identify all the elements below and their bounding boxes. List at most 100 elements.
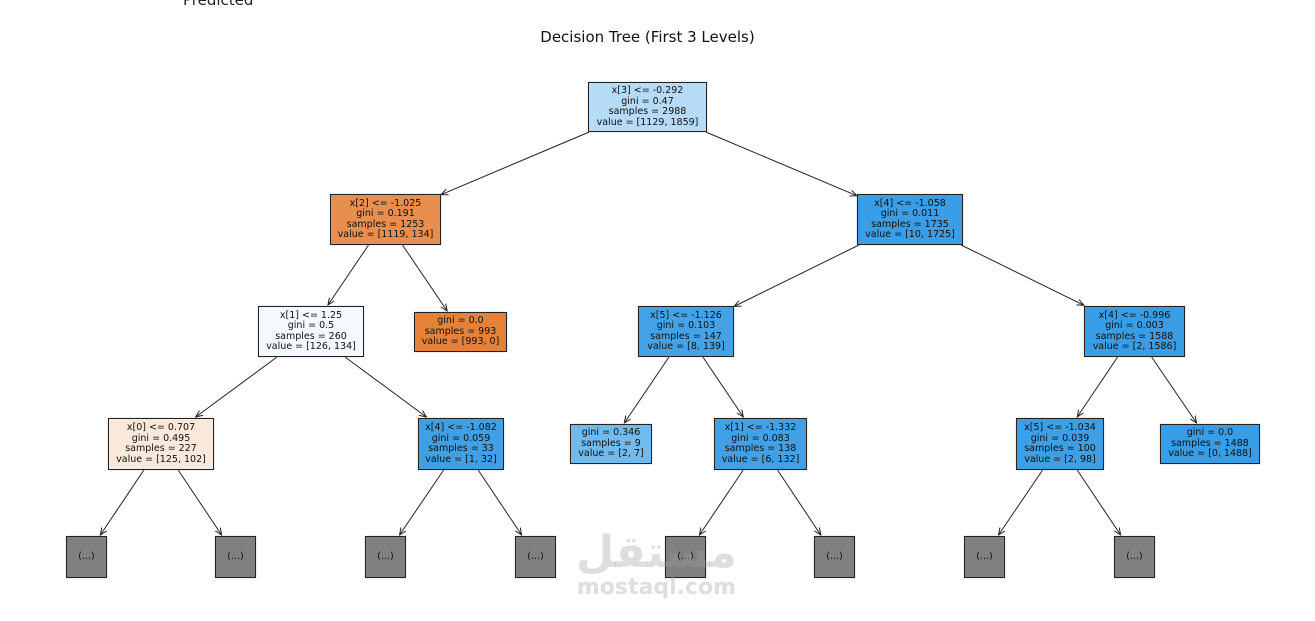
node-text-line: gini = 0.0 <box>1186 427 1234 439</box>
node-text-line: samples = 147 <box>650 330 722 342</box>
node-text-line: value = [126, 134] <box>266 341 356 352</box>
node-text-line: (...) <box>227 550 244 562</box>
tree-edge-arrow <box>777 469 821 535</box>
node-text-line: gini = 0.346 <box>581 427 641 439</box>
node-text-line: gini = 0.191 <box>356 208 415 219</box>
node-text-line: value = [125, 102] <box>116 453 206 465</box>
tree-edge-arrow <box>1076 469 1121 535</box>
node-text-line: samples = 33 <box>428 443 494 454</box>
node-text-line: value = [2, 7] <box>578 448 644 460</box>
node-text-line: samples = 138 <box>724 443 797 454</box>
tree-node-truncated: (...) <box>964 536 1005 578</box>
node-text-line: (...) <box>677 550 694 562</box>
tree-edge-arrow <box>734 244 860 307</box>
node-text-line: samples = 260 <box>275 330 347 342</box>
node-text-line: value = [6, 132] <box>721 453 800 465</box>
tree-edge-arrow <box>960 244 1084 305</box>
tree-edge-arrow <box>344 356 426 417</box>
tree-edge-arrow <box>328 244 369 305</box>
node-text-line: value = [1, 32] <box>425 453 497 465</box>
node-text-line: value = [2, 1586] <box>1092 341 1177 352</box>
node-text-line: samples = 1253 <box>346 218 425 230</box>
tree-edge-arrow <box>196 356 278 417</box>
tree-edge-arrow <box>477 469 522 535</box>
node-text-line: x[3] <= -0.292 <box>611 85 684 96</box>
node-text-line: gini = 0.003 <box>1105 320 1164 331</box>
tree-edge-arrow <box>441 131 590 195</box>
node-text-line: value = [1119, 134] <box>337 229 434 240</box>
tree-node-truncated: (...) <box>1114 536 1155 578</box>
node-text-line: value = [0, 1488] <box>1168 448 1252 460</box>
node-text-line: x[5] <= -1.126 <box>650 309 722 321</box>
node-text-line: x[1] <= 1.25 <box>279 309 343 321</box>
node-text-line: value = [1129, 1859] <box>596 116 699 128</box>
tree-node-truncated: (...) <box>365 536 406 578</box>
node-text-line: x[5] <= -1.034 <box>1024 422 1096 433</box>
tree-edge-arrow <box>402 244 448 311</box>
node-text-line: gini = 0.011 <box>880 208 940 219</box>
tree-node-truncated: (...) <box>515 536 556 578</box>
node-text-line: samples = 9 <box>581 437 641 449</box>
diagram-title: Decision Tree (First 3 Levels) <box>540 28 755 46</box>
tree-edge-arrow <box>705 131 857 196</box>
tree-node-truncated: (...) <box>814 536 855 578</box>
node-text-line: gini = 0.5 <box>287 320 335 331</box>
node-text-line: samples = 1735 <box>871 218 949 230</box>
node-text-line: gini = 0.0 <box>437 315 484 327</box>
node-text-line: (...) <box>377 550 394 562</box>
tree-edge-arrow <box>1077 356 1119 417</box>
predicted-label-cut-off: Predicted <box>183 0 254 9</box>
node-text-line: x[2] <= -1.025 <box>349 197 422 209</box>
node-text-line: samples = 2988 <box>608 106 687 117</box>
tree-edge-arrow <box>400 469 445 535</box>
node-text-line: x[4] <= -0.996 <box>1098 309 1171 321</box>
node-text-line: value = [10, 1725] <box>865 229 955 240</box>
tree-edge-arrow <box>702 356 743 417</box>
watermark-logo: مستقل mostaql.com <box>576 527 737 600</box>
tree-edge-arrow <box>1151 356 1197 423</box>
tree-edge-arrow <box>624 356 670 423</box>
node-text-line: samples = 1488 <box>1171 437 1249 449</box>
node-text-line: gini = 0.103 <box>656 320 716 331</box>
node-text-line: gini = 0.083 <box>731 432 790 444</box>
node-text-line: gini = 0.039 <box>1030 432 1090 444</box>
node-text-line: x[0] <= 0.707 <box>126 422 196 433</box>
node-text-line: (...) <box>78 550 95 562</box>
node-text-line: samples = 100 <box>1024 443 1096 454</box>
node-text-line: (...) <box>826 550 843 562</box>
node-text-line: samples = 227 <box>125 443 197 454</box>
node-text-line: gini = 0.47 <box>621 95 674 107</box>
tree-node-truncated: (...) <box>215 536 256 578</box>
node-text-line: value = [993, 0] <box>421 336 500 348</box>
tree-edge-arrow <box>100 469 145 535</box>
node-text-line: (...) <box>1126 550 1143 562</box>
node-text-line: x[4] <= -1.082 <box>425 422 497 433</box>
node-text-line: x[4] <= -1.058 <box>874 197 946 209</box>
node-text-line: samples = 993 <box>424 325 497 337</box>
node-text-line: x[1] <= -1.332 <box>724 422 797 433</box>
tree-node-truncated: (...) <box>665 536 706 578</box>
tree-edge-arrow <box>999 469 1044 535</box>
tree-edge-arrow <box>177 469 222 535</box>
node-text-line: (...) <box>976 550 993 562</box>
node-text-line: value = [2, 98] <box>1024 453 1096 465</box>
tree-edge-arrow <box>699 469 744 535</box>
node-text-line: samples = 1588 <box>1095 330 1174 342</box>
tree-node-truncated: (...) <box>66 536 107 578</box>
node-text-line: gini = 0.495 <box>131 432 191 444</box>
node-text-line: (...) <box>527 550 544 562</box>
